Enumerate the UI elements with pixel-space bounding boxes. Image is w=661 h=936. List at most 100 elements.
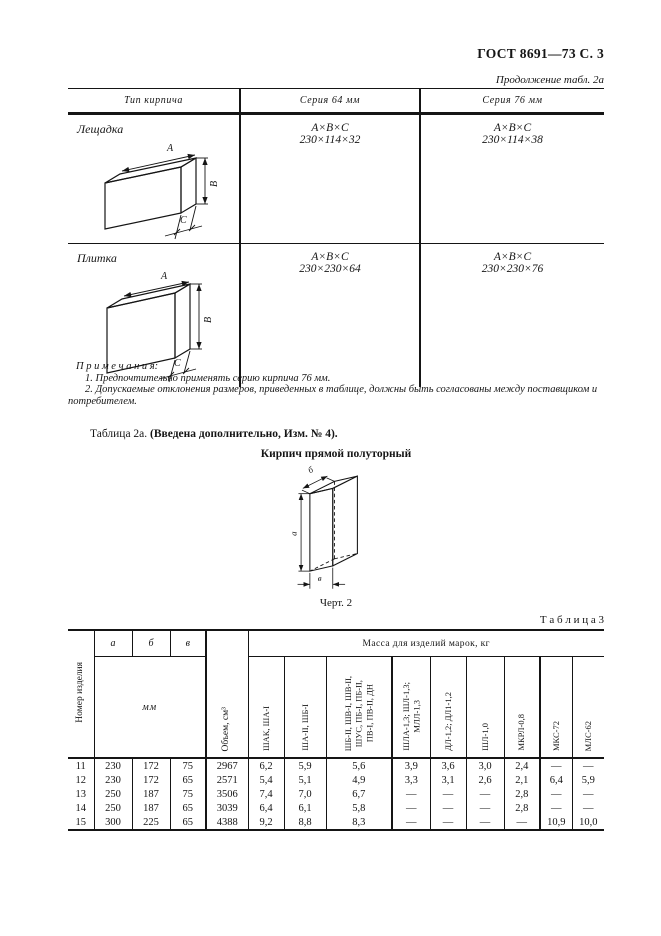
figure-title: Кирпич прямой полуторный	[260, 448, 412, 460]
volume-label: Объем, см³	[221, 706, 232, 751]
cell-item-no: 13	[75, 788, 87, 800]
table-row: 11 230 172 75 2967 6,2 5,9 5,6 3,9 3,6 3…	[68, 758, 604, 773]
table-row: 15 300 225 65 4388 9,2 8,8 8,3 — — — — 1…	[68, 815, 604, 831]
col-header-mm: мм	[93, 656, 206, 759]
cell: 6,1	[283, 801, 326, 815]
cell: 5,8	[325, 801, 392, 815]
cell: 230	[93, 758, 132, 773]
brick-type-cell: Лещадка А В	[68, 113, 240, 244]
cell: 9,2	[247, 815, 284, 831]
cell: 10,0	[571, 815, 604, 831]
col-header-b: б	[131, 629, 170, 657]
brick-type-cell: Плитка А В	[68, 244, 240, 388]
leschadka-brick-drawing: А В С	[104, 143, 220, 240]
cell: 230	[93, 773, 132, 787]
cell: 6,4	[247, 801, 284, 815]
notes-block: П р и м е ч а н и я: 1. Предпочтительно …	[68, 361, 608, 407]
amendment-bold: (Введена дополнительно, Изм. № 4).	[150, 428, 338, 440]
table3-header-row-1: Номер изделия а б в Объем, см³ Масса для…	[68, 629, 604, 759]
mass-table: Номер изделия а б в Объем, см³ Масса для…	[68, 629, 604, 831]
cell: 2,4	[503, 758, 540, 773]
tall-brick-drawing: б а в	[289, 464, 358, 589]
table2a-header-row: Тип кирпича Серия 64 мм Серия 76 мм	[68, 88, 604, 115]
mark-label: ШЛА-1,3; ШЛ-1,3; МЛЛ-1,3	[400, 682, 422, 751]
dim-label-C: С	[174, 358, 181, 369]
col-header-mark: МЛС-62	[571, 656, 604, 759]
col-header-series-64: Серия 64 мм	[239, 88, 420, 115]
cell: 10,9	[539, 815, 572, 831]
cell: 7,0	[283, 787, 326, 801]
cell: —	[429, 787, 466, 801]
cell: 7,4	[247, 787, 284, 801]
cell: 3,9	[391, 758, 430, 773]
col-header-volume: Объем, см³	[205, 629, 248, 759]
brick-type-name: Плитка	[77, 251, 117, 265]
col-header-mark: МКС-72	[539, 656, 572, 759]
cell: 65	[169, 815, 206, 831]
size-value: 230×230×64	[299, 263, 361, 275]
col-header-mass-band: Масса для изделий марок, кг	[247, 629, 604, 657]
cell: 4388	[205, 815, 248, 831]
cell: 3,0	[465, 758, 504, 773]
cell: —	[391, 801, 430, 815]
cell: 3039	[205, 801, 248, 815]
cell-item-no: 12	[75, 774, 87, 786]
cell: 5,9	[283, 758, 326, 773]
cell-item-no: 11	[75, 760, 86, 772]
cell: 187	[131, 801, 170, 815]
cell: 5,9	[571, 773, 604, 787]
cell: 172	[131, 758, 170, 773]
amendment-note: Таблица 2а. (Введена дополнительно, Изм.…	[90, 428, 338, 440]
size-value: 230×114×32	[299, 134, 361, 146]
mark-label: ШЛ-1,0	[479, 723, 490, 751]
cell: 5,4	[247, 773, 284, 787]
brick-type-name: Лещадка	[77, 122, 124, 136]
cell: —	[465, 787, 504, 801]
mark-label: ДЛ-1,2; ДЛ1-1,2	[442, 692, 453, 751]
cell: —	[503, 815, 540, 831]
size-formula: А×В×С	[493, 251, 532, 263]
cell: 3,6	[429, 758, 466, 773]
figure-caption: Черт. 2	[319, 597, 353, 609]
col-header-mark: ШАК, ША-I	[247, 656, 284, 759]
dim-label-C: С	[180, 215, 187, 226]
mark-label: ШБ-II, ШВ-I, ШВ-II, ШУС, ПБ-I, ПБ-II, ПВ…	[342, 675, 375, 751]
col-header-mark: ШЛА-1,3; ШЛ-1,3; МЛЛ-1,3	[391, 656, 430, 759]
size-value: 230×230×76	[481, 263, 544, 275]
dim-label-A: А	[160, 271, 168, 282]
col-header-v: в	[169, 629, 206, 657]
dim-label-A: А	[166, 143, 174, 154]
item-number-label: Номер изделия	[74, 662, 85, 723]
cell: —	[571, 787, 604, 801]
cell: —	[571, 801, 604, 815]
cell: 2,1	[503, 773, 540, 787]
mark-label: МЛС-62	[582, 720, 593, 751]
col-header-mark: МКРЛ-0,8	[503, 656, 540, 759]
mark-label: МКС-72	[550, 720, 561, 751]
note-item: 2. Допускаемые отклонения размеров, прив…	[68, 384, 598, 407]
cell: 2571	[205, 773, 248, 787]
cell: —	[539, 801, 572, 815]
table-continuation-note: Продолжение табл. 2а	[495, 74, 604, 86]
col-header-series-76: Серия 76 мм	[419, 88, 604, 115]
cell: —	[465, 801, 504, 815]
size-formula: А×В×С	[493, 122, 532, 134]
cell: 65	[169, 801, 206, 815]
cell: 225	[131, 815, 170, 831]
cell: —	[539, 758, 572, 773]
cell: —	[391, 787, 430, 801]
cell: 3506	[205, 787, 248, 801]
cell: 5,1	[283, 773, 326, 787]
cell: 172	[131, 773, 170, 787]
col-header-mark: ШЛ-1,0	[465, 656, 504, 759]
brick-type-table: Тип кирпича Серия 64 мм Серия 76 мм Леща…	[68, 88, 604, 387]
col-header-brick-type: Тип кирпича	[68, 88, 240, 115]
cell: 2,6	[465, 773, 504, 787]
size-value: 230×114×38	[482, 134, 543, 146]
cell: 250	[93, 787, 132, 801]
mark-label: МКРЛ-0,8	[516, 714, 527, 751]
notes-title: П р и м е ч а н и я:	[76, 361, 159, 372]
cell: —	[429, 815, 466, 831]
cell: 2967	[205, 758, 248, 773]
cell: 6,7	[325, 787, 392, 801]
